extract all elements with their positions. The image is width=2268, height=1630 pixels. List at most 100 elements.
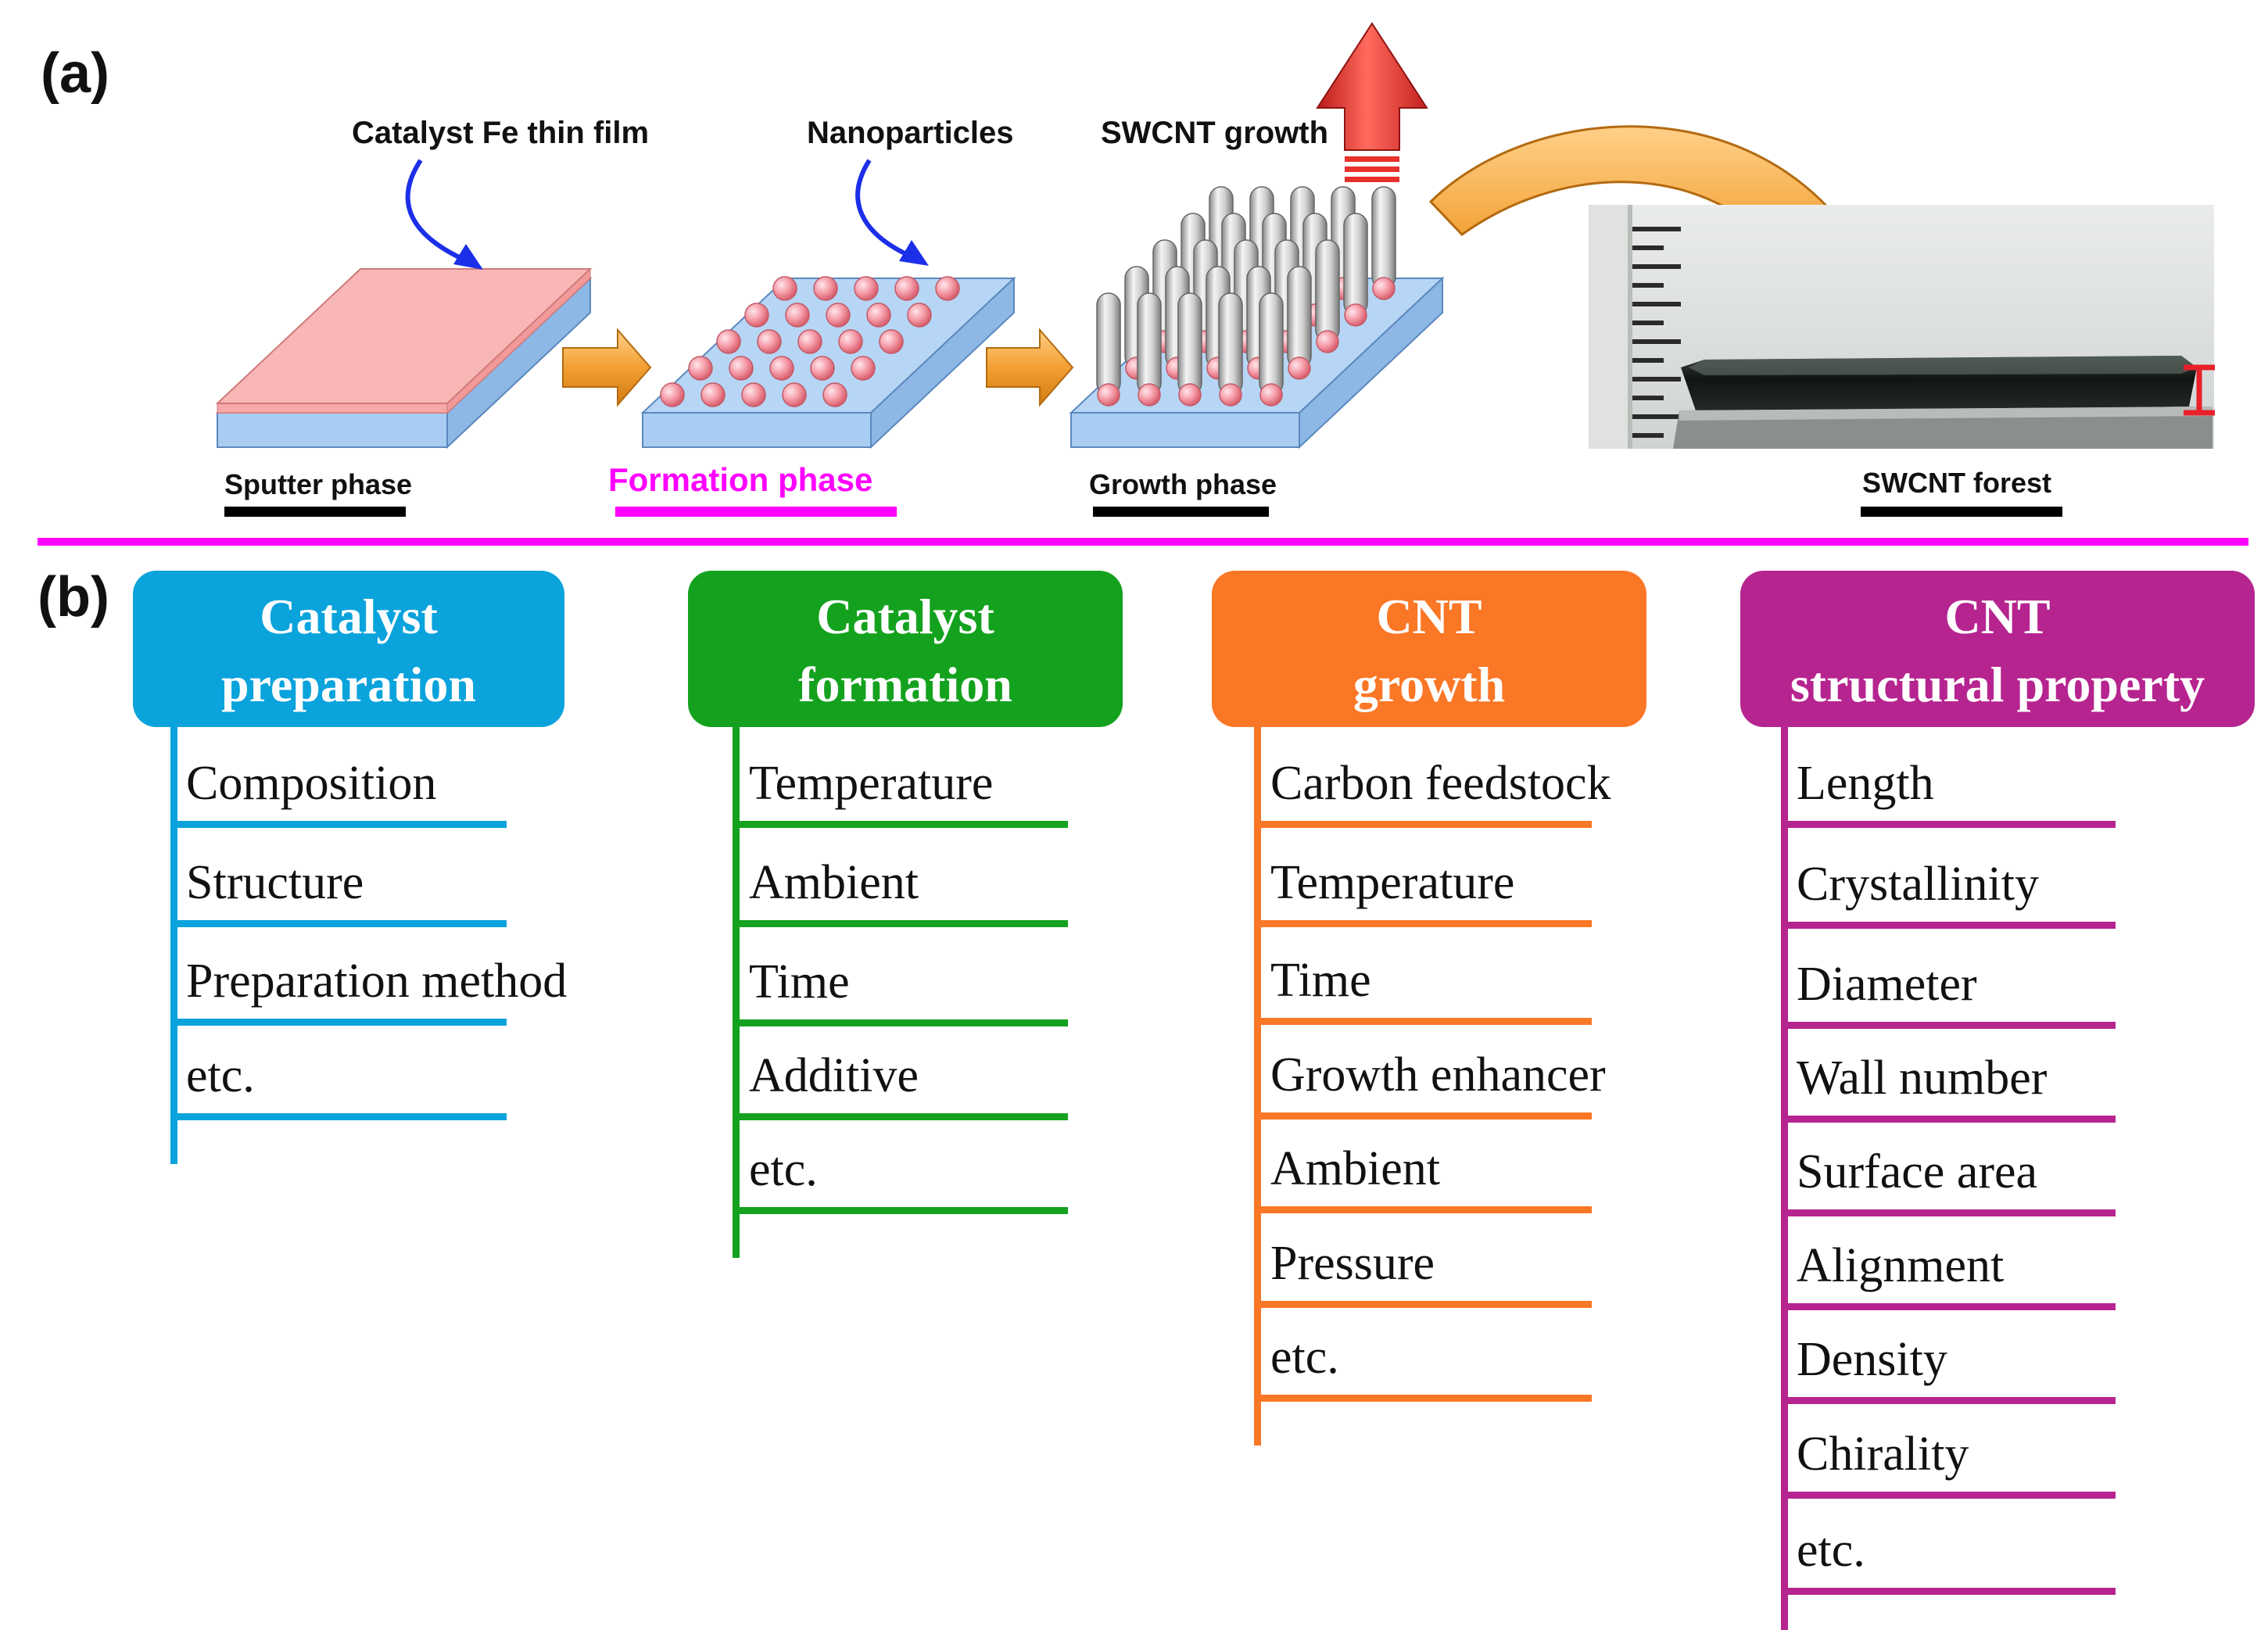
column-title-line2: preparation	[221, 657, 476, 712]
height-marker-icon	[2184, 364, 2215, 416]
item-underline	[1784, 1492, 2116, 1499]
column-header-box	[1740, 571, 2255, 727]
forest-label: SWCNT forest	[1862, 467, 2051, 499]
item-underline	[736, 920, 1068, 927]
item-underline	[736, 1113, 1068, 1120]
ruler-tick	[1632, 321, 1664, 325]
item-underline	[1784, 1588, 2116, 1595]
nanoparticle	[851, 356, 876, 381]
swcnt-growth-callout: SWCNT growth	[1101, 116, 1328, 150]
callout-arrow-icon	[453, 244, 483, 270]
parameter-item: Wall number	[1797, 1051, 2048, 1105]
parameter-item: Temperature	[1270, 856, 1514, 909]
sputter-substrate	[215, 267, 593, 450]
nanoparticle	[757, 329, 782, 354]
nanoparticle	[1219, 383, 1242, 407]
nanotube	[1315, 239, 1340, 342]
formation-phase-label: Formation phase	[608, 461, 872, 498]
nanoparticle	[879, 329, 904, 354]
column-header-box	[1212, 571, 1646, 727]
item-underline	[1784, 821, 2116, 828]
parameter-item: Additive	[749, 1049, 919, 1102]
column-title-line1: Catalyst	[260, 589, 438, 644]
parameter-item: etc.	[186, 1049, 255, 1102]
parameter-item: Composition	[186, 757, 436, 810]
nanoparticle	[772, 276, 797, 301]
item-underline	[736, 1207, 1068, 1214]
column-title-line2: formation	[798, 657, 1012, 712]
column-spine	[1781, 727, 1788, 1630]
parameter-item: etc.	[1797, 1524, 1865, 1577]
item-underline	[1784, 1303, 2116, 1310]
ruler-tick	[1632, 227, 1681, 231]
item-underline	[1257, 1112, 1592, 1120]
ruler-tick	[1632, 264, 1681, 269]
nanoparticle	[907, 303, 932, 328]
fe-film-callout: Catalyst Fe thin film	[352, 116, 649, 150]
item-underline	[1257, 1206, 1592, 1213]
nanoparticle	[700, 382, 726, 407]
forest-bar	[1861, 507, 2062, 517]
ruler-tick	[1632, 396, 1664, 400]
panel-b-label: (b)	[38, 566, 109, 629]
nanoparticle	[741, 382, 766, 407]
column-title-line2: growth	[1353, 657, 1505, 712]
nanoparticle	[744, 303, 769, 328]
ruler-tick	[1632, 433, 1664, 438]
nanoparticle	[935, 276, 960, 301]
item-underline	[174, 1019, 507, 1026]
parameter-item: Ambient	[749, 856, 919, 909]
column-title-line1: CNT	[1944, 589, 2050, 644]
nanoparticle-array	[660, 276, 960, 407]
nanoparticle-substrate	[640, 276, 1016, 450]
formation-phase-bar	[615, 507, 897, 517]
growth-phase-bar	[1093, 507, 1269, 517]
parameter-item: Time	[1270, 954, 1371, 1007]
callout-arrow-icon	[855, 159, 916, 260]
process-arrow-icon	[986, 328, 1074, 407]
nanoparticle	[688, 356, 713, 381]
nanoparticle	[1316, 330, 1339, 353]
column-spine	[170, 727, 177, 1164]
item-underline	[736, 1019, 1068, 1026]
ruler-tick	[1632, 245, 1664, 250]
parameter-item: Crystallinity	[1797, 858, 2039, 911]
item-underline	[1784, 1022, 2116, 1029]
nanotube	[1259, 292, 1284, 396]
item-underline	[174, 821, 507, 828]
nanoparticle	[866, 303, 891, 328]
item-underline	[174, 1113, 507, 1120]
nanoparticle	[716, 329, 741, 354]
column-title-line1: CNT	[1376, 589, 1482, 644]
callout-arrow-icon	[899, 240, 929, 266]
process-arrow-icon	[562, 328, 652, 407]
ruler-ticks	[1632, 227, 1681, 438]
nanoparticle	[810, 356, 835, 381]
nanoparticle	[1259, 383, 1283, 407]
nanotube	[1343, 213, 1368, 316]
parameter-column: CatalystformationTemperatureAmbientTimeA…	[688, 571, 1123, 1258]
parameter-item: Carbon feedstock	[1270, 757, 1611, 810]
nanoparticle	[813, 276, 838, 301]
nanoparticle	[729, 356, 754, 381]
column-title-line2: structural property	[1790, 657, 2205, 712]
nanoparticle	[660, 382, 685, 407]
item-underline	[1257, 1395, 1592, 1402]
parameter-item: Structure	[186, 856, 364, 909]
panel-b: (b) Catalyst preparationCompositionStruct…	[38, 566, 2255, 1630]
item-underline	[1257, 821, 1592, 828]
nanoparticle	[1288, 356, 1311, 380]
growth-phase-label: Growth phase	[1089, 468, 1277, 500]
nanotube	[1218, 292, 1243, 396]
nanotube	[1287, 266, 1312, 369]
nanoparticle	[822, 382, 847, 407]
nanotube	[1096, 292, 1121, 396]
item-underline	[1784, 1209, 2116, 1216]
nanoparticle	[838, 329, 863, 354]
nanotube	[1177, 292, 1202, 396]
ruler-tick	[1632, 283, 1664, 288]
sputter-phase-bar	[224, 507, 406, 517]
nanoparticle	[1372, 277, 1396, 300]
